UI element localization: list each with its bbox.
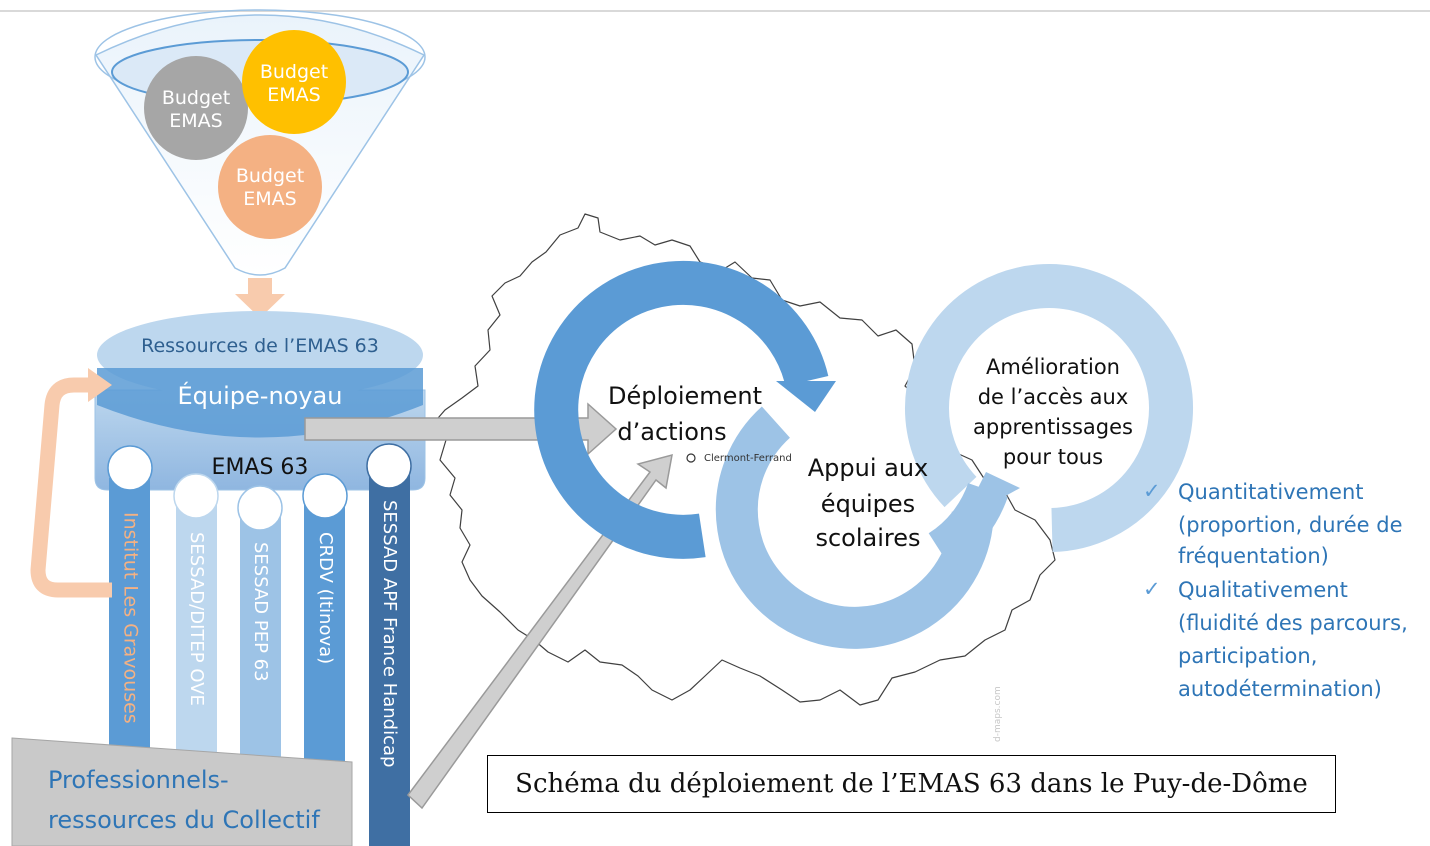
city-marker bbox=[686, 453, 696, 463]
outcome2-line4: autodétermination) bbox=[1178, 677, 1382, 701]
resources-title: Ressources de l’EMAS 63 bbox=[141, 335, 379, 357]
budget-orange-line1: Budget bbox=[236, 165, 304, 187]
improve-line2: de l’accès aux bbox=[978, 385, 1129, 409]
cycle-deployment bbox=[534, 260, 836, 559]
pillar-apf bbox=[366, 443, 412, 846]
collective-box bbox=[11, 737, 353, 846]
core-team-label: Équipe-noyau bbox=[178, 381, 343, 410]
diagram-caption: Schéma du déploiement de l’EMAS 63 dans … bbox=[487, 755, 1336, 813]
outcome2-line3: participation, bbox=[1178, 644, 1317, 668]
map-watermark: d-maps.com bbox=[993, 686, 1003, 742]
deploy-line1: Déploiement bbox=[608, 382, 762, 410]
pillar-label-gravouses: Institut Les Gravouses bbox=[120, 512, 142, 724]
support-line3: scolaires bbox=[815, 524, 920, 552]
outcome1-line1: Quantitativement bbox=[1178, 480, 1364, 504]
budget-yellow-line1: Budget bbox=[260, 61, 328, 83]
city-label: Clermont-Ferrand bbox=[704, 453, 792, 464]
emas-resource-box bbox=[94, 311, 426, 491]
funnel-down-arrow bbox=[235, 278, 285, 318]
collective-line1: Professionnels- bbox=[48, 766, 229, 794]
feedback-loop-arrow bbox=[30, 377, 112, 598]
outcome1-line3: fréquentation) bbox=[1178, 544, 1329, 568]
budget-yellow-circle bbox=[242, 30, 346, 134]
budget-grey-line1: Budget bbox=[162, 87, 230, 109]
improve-line3: apprentissages bbox=[973, 415, 1133, 439]
outcome1-line2: (proportion, durée de bbox=[1178, 513, 1403, 537]
pillar-label-pep63: SESSAD PEP 63 bbox=[250, 542, 271, 682]
budget-yellow-line2: EMAS bbox=[267, 84, 320, 106]
budget-orange-line2: EMAS bbox=[243, 188, 296, 210]
outcome2-line1: Qualitativement bbox=[1178, 578, 1348, 602]
deploy-line2: d’actions bbox=[617, 418, 726, 446]
improve-line1: Amélioration bbox=[986, 355, 1120, 379]
arrow-from-collective bbox=[406, 453, 673, 810]
pillar-label-crdv: CRDV (Itinova) bbox=[315, 532, 336, 664]
arrow-to-deployment bbox=[304, 402, 618, 456]
emas-label: EMAS 63 bbox=[212, 455, 309, 480]
pillar-label-apf: SESSAD APF France Handicap bbox=[379, 500, 400, 767]
budget-grey-line2: EMAS bbox=[169, 110, 222, 132]
cycle-support-arrowhead bbox=[962, 472, 1020, 520]
support-line2: équipes bbox=[821, 490, 915, 518]
check-icon: ✓ bbox=[1143, 577, 1161, 601]
support-line1: Appui aux bbox=[808, 454, 929, 482]
improve-line4: pour tous bbox=[1003, 445, 1103, 469]
budget-orange-circle bbox=[218, 135, 322, 239]
budget-grey-circle bbox=[144, 56, 248, 160]
outcome2-line2: (fluidité des parcours, bbox=[1178, 611, 1408, 635]
collective-line2: ressources du Collectif bbox=[48, 806, 320, 834]
pillar-label-ditep: SESSAD/DITEP OVE bbox=[186, 532, 207, 706]
check-icon: ✓ bbox=[1143, 479, 1161, 503]
cycle-improvement bbox=[905, 264, 1193, 552]
feedback-loop-arrowhead bbox=[88, 368, 112, 402]
